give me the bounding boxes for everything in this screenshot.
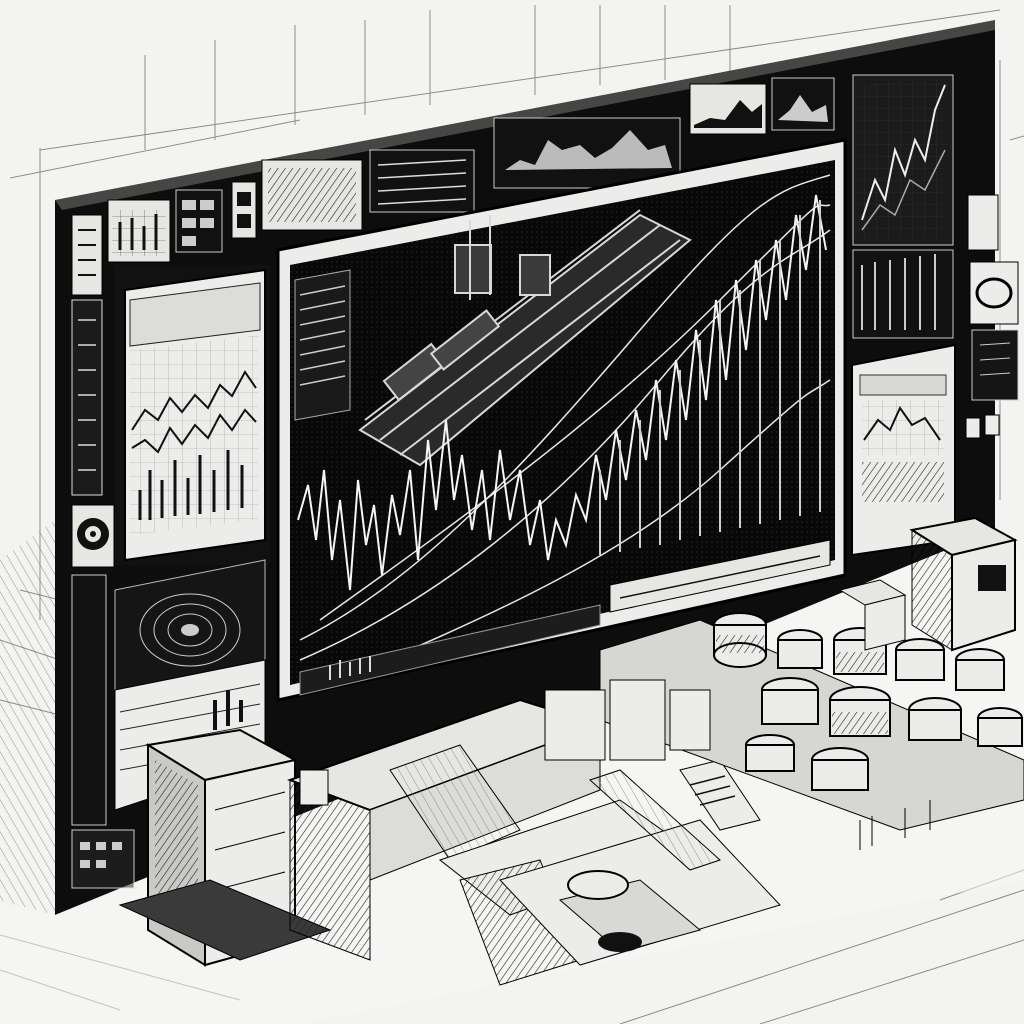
server-cabinet-right [838, 516, 1018, 652]
main-screen [276, 138, 847, 702]
equipment-cluster [599, 612, 1024, 831]
price-signal [297, 194, 827, 591]
floor-blocks [299, 679, 931, 850]
top-panel-strip [107, 77, 835, 263]
left-chart-panel [115, 265, 270, 565]
central-console [287, 698, 781, 986]
left-wall-shading [0, 520, 55, 915]
volume-bars [599, 200, 821, 555]
radar-panel [114, 559, 266, 701]
right-panels [851, 74, 1019, 557]
left-control-column [71, 214, 135, 889]
machine-render [358, 209, 692, 467]
server-cabinet-left [118, 728, 332, 967]
